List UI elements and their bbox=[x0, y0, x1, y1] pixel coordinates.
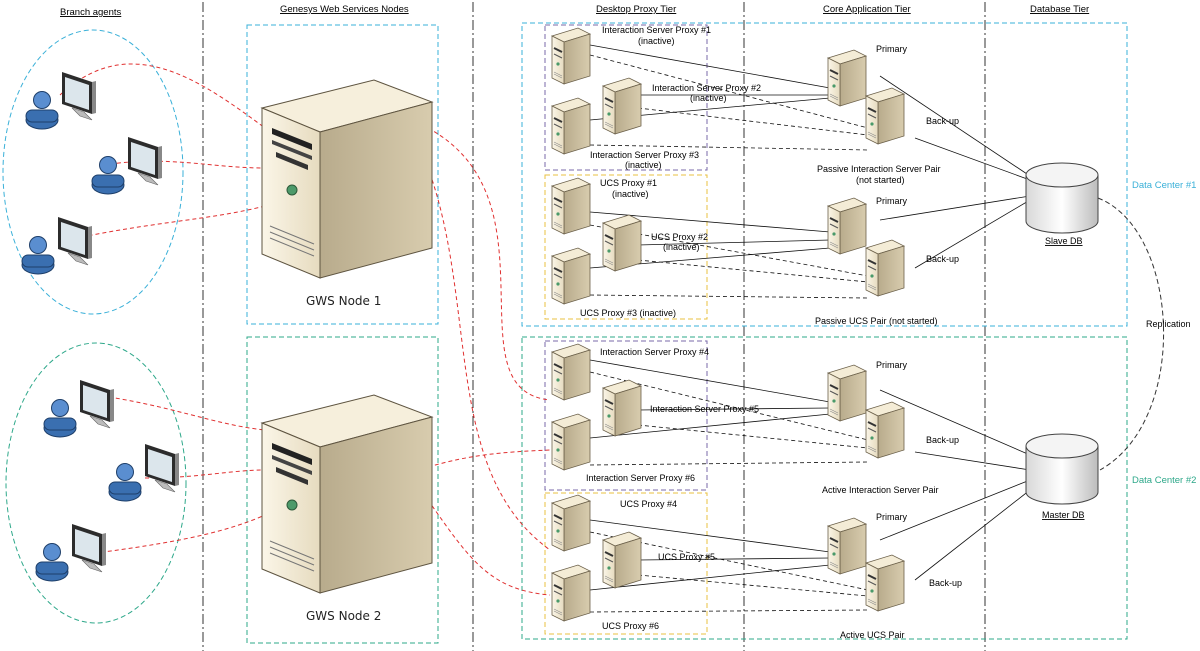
dc1-links bbox=[589, 44, 1031, 269]
ucs-proxy-2-server bbox=[602, 214, 642, 272]
is-proxy-group-2 bbox=[544, 340, 708, 491]
ucs-proxy-group-1 bbox=[544, 174, 708, 320]
header-core-application-tier: Core Application Tier bbox=[823, 4, 911, 15]
slave-db-icon bbox=[1025, 162, 1099, 234]
is-proxy-3-status: (inactive) bbox=[625, 160, 662, 170]
is-proxy-1-server bbox=[551, 27, 591, 85]
agent-group-2 bbox=[5, 342, 187, 624]
dc1-is-backup-server bbox=[865, 87, 905, 145]
header-database-tier: Database Tier bbox=[1030, 4, 1089, 15]
is-proxy-4-server bbox=[551, 343, 591, 401]
dc2-is-backup-label: Back-up bbox=[926, 435, 959, 445]
header-gws-nodes: Genesys Web Services Nodes bbox=[280, 4, 409, 15]
is-proxy-2-server bbox=[602, 77, 642, 135]
data-center-2-box bbox=[521, 336, 1128, 640]
dc2-is-backup-server bbox=[865, 401, 905, 459]
dc2-ucs-pair-label: Active UCS Pair bbox=[840, 630, 905, 640]
is-proxy-3-server bbox=[551, 97, 591, 155]
header-desktop-proxy-tier: Desktop Proxy Tier bbox=[596, 4, 676, 15]
dc2-ucs-backup-label: Back-up bbox=[929, 578, 962, 588]
dc1-is-primary-server bbox=[827, 49, 867, 107]
replication-link bbox=[1097, 197, 1164, 471]
gws-node-2-box bbox=[246, 336, 439, 644]
replication-label: Replication bbox=[1146, 319, 1191, 329]
agent-3 bbox=[21, 216, 93, 275]
ucs-proxy-5-label: UCS Proxy #5 bbox=[658, 552, 715, 562]
agent-1 bbox=[25, 71, 97, 130]
dc1-dashed-links bbox=[589, 54, 869, 299]
is-proxy-2-label: Interaction Server Proxy #2 bbox=[652, 83, 761, 93]
is-proxy-6-label: Interaction Server Proxy #6 bbox=[586, 473, 695, 483]
gws-node-2-server bbox=[261, 394, 433, 594]
ucs-proxy-group-2 bbox=[544, 492, 708, 635]
master-db-label: Master DB bbox=[1042, 510, 1085, 520]
ucs-proxy-4-label: UCS Proxy #4 bbox=[620, 499, 677, 509]
agent-5 bbox=[108, 443, 180, 502]
is-proxy-1-status: (inactive) bbox=[638, 36, 675, 46]
is-proxy-5-server bbox=[602, 379, 642, 437]
dc2-ucs-primary-label: Primary bbox=[876, 512, 907, 522]
gws-node-1-box bbox=[246, 24, 439, 325]
dc1-ucs-pair-label: Passive UCS Pair (not started) bbox=[815, 316, 938, 326]
slave-db-label: Slave DB bbox=[1045, 236, 1083, 246]
dc2-links bbox=[589, 359, 1031, 591]
agent-group-1 bbox=[2, 29, 184, 315]
dc1-is-pair-status: (not started) bbox=[856, 175, 905, 185]
data-center-2-label: Data Center #2 bbox=[1132, 475, 1196, 486]
data-center-1-label: Data Center #1 bbox=[1132, 180, 1196, 191]
master-db-icon bbox=[1025, 433, 1099, 505]
gws-node-1-label: GWS Node 1 bbox=[306, 294, 381, 308]
ucs-proxy-5-server bbox=[602, 531, 642, 589]
is-proxy-5-label: Interaction Server Proxy #5 bbox=[650, 404, 759, 414]
is-proxy-3-label: Interaction Server Proxy #3 bbox=[590, 150, 699, 160]
dc1-ucs-primary-server bbox=[827, 197, 867, 255]
dc2-is-primary-server bbox=[827, 364, 867, 422]
dc1-is-backup-label: Back-up bbox=[926, 116, 959, 126]
is-proxy-2-status: (inactive) bbox=[690, 93, 727, 103]
is-proxy-6-server bbox=[551, 413, 591, 471]
ucs-proxy-2-status: (inactive) bbox=[663, 242, 700, 252]
agent-2 bbox=[91, 136, 163, 195]
dc2-ucs-backup-server bbox=[865, 554, 905, 612]
ucs-proxy-6-server bbox=[551, 564, 591, 622]
dc1-is-primary-label: Primary bbox=[876, 44, 907, 54]
ucs-proxy-1-server bbox=[551, 177, 591, 235]
ucs-proxy-6-label: UCS Proxy #6 bbox=[602, 621, 659, 631]
dc1-ucs-primary-label: Primary bbox=[876, 196, 907, 206]
agent-4 bbox=[43, 379, 115, 438]
agent-6 bbox=[35, 523, 107, 582]
dc2-dashed-links bbox=[589, 371, 869, 613]
dc2-ucs-primary-server bbox=[827, 517, 867, 575]
gws-node-1-server bbox=[261, 79, 433, 279]
gws-node-2-label: GWS Node 2 bbox=[306, 609, 381, 623]
dc1-ucs-backup-label: Back-up bbox=[926, 254, 959, 264]
is-proxy-4-label: Interaction Server Proxy #4 bbox=[600, 347, 709, 357]
ucs-proxy-2-label: UCS Proxy #2 bbox=[651, 232, 708, 242]
dc2-is-primary-label: Primary bbox=[876, 360, 907, 370]
ucs-proxy-1-label: UCS Proxy #1 bbox=[600, 178, 657, 188]
header-branch-agents: Branch agents bbox=[60, 7, 122, 18]
data-center-1-box bbox=[521, 22, 1128, 327]
ucs-proxy-1-status: (inactive) bbox=[612, 189, 649, 199]
ucs-proxy-3-server bbox=[551, 247, 591, 305]
ucs-proxy-3-label: UCS Proxy #3 (inactive) bbox=[580, 308, 676, 318]
ucs-proxy-4-server bbox=[551, 494, 591, 552]
is-proxy-1-label: Interaction Server Proxy #1 bbox=[602, 25, 711, 35]
dc1-is-pair-label: Passive Interaction Server Pair bbox=[817, 164, 941, 174]
dc2-is-pair-label: Active Interaction Server Pair bbox=[822, 485, 939, 495]
is-proxy-group-1 bbox=[544, 24, 708, 171]
dc1-ucs-backup-server bbox=[865, 239, 905, 297]
